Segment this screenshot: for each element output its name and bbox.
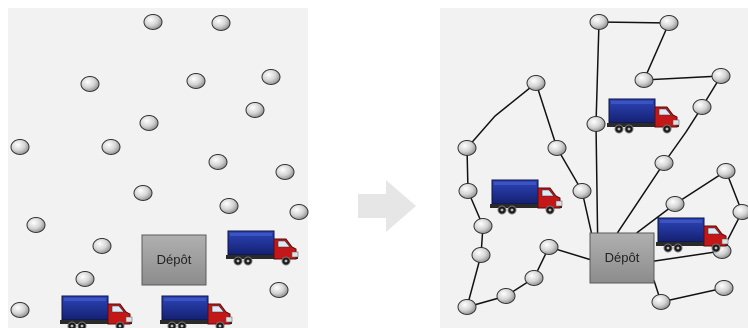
customer-node	[275, 164, 295, 180]
customer-node	[634, 72, 654, 88]
route-2	[595, 21, 723, 263]
depot-box-after	[589, 232, 655, 284]
customer-node	[692, 99, 712, 115]
customer-node	[457, 140, 477, 156]
customer-node	[654, 155, 674, 171]
customer-node	[139, 115, 159, 131]
customer-node	[732, 204, 748, 220]
customer-node	[101, 139, 121, 155]
customer-node	[716, 163, 736, 179]
depot-box-before	[141, 234, 207, 286]
right-arrow-icon	[358, 180, 416, 232]
customer-node	[80, 76, 100, 92]
customer-node	[539, 239, 559, 255]
customer-node	[457, 299, 477, 315]
customer-node	[269, 282, 289, 298]
depot-label-after: Dépôt	[605, 250, 640, 265]
customer-node	[547, 140, 567, 156]
customer-node	[651, 294, 671, 310]
customer-node	[471, 247, 491, 263]
customer-node	[496, 288, 516, 304]
customer-node	[219, 198, 239, 214]
customer-node	[75, 271, 95, 287]
customer-node	[714, 280, 734, 296]
customer-node	[133, 185, 153, 201]
route-3	[597, 169, 743, 263]
customer-node	[665, 196, 685, 212]
customer-node	[208, 154, 228, 170]
customer-node	[659, 15, 679, 31]
customer-node	[589, 14, 609, 30]
customer-node	[211, 15, 231, 31]
customer-node	[10, 302, 30, 318]
customer-node	[586, 116, 606, 132]
customer-node	[524, 270, 544, 286]
depot-label-before: Dépôt	[157, 252, 192, 267]
customer-node	[26, 217, 46, 233]
customer-node	[572, 183, 592, 199]
customer-node	[473, 218, 493, 234]
customer-node	[143, 14, 163, 30]
customer-node	[186, 73, 206, 89]
customer-node	[10, 139, 30, 155]
customer-node	[711, 68, 731, 84]
customer-node	[261, 69, 281, 85]
customer-node	[289, 204, 309, 220]
customer-node	[92, 238, 112, 254]
customer-node	[526, 75, 546, 91]
customer-node	[458, 183, 478, 199]
customer-node	[245, 102, 265, 118]
